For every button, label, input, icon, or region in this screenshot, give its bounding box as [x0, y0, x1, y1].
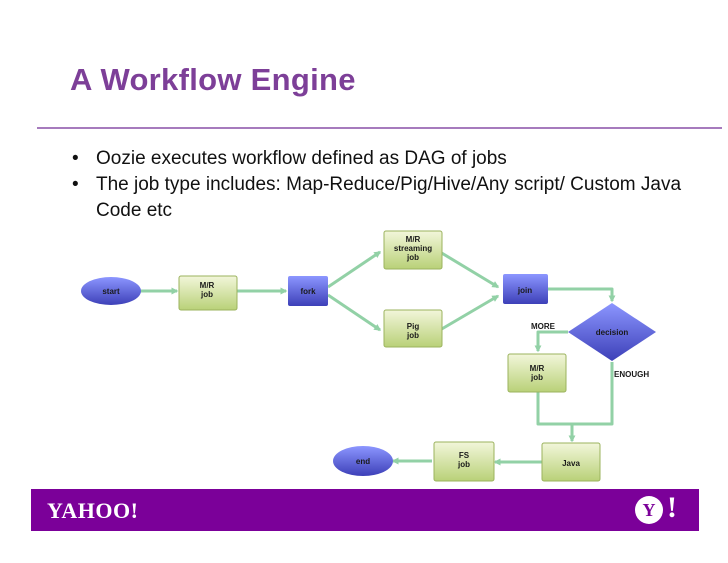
node-label-line: M/R	[530, 364, 545, 373]
edge-decision-to-java	[568, 362, 614, 443]
bullet-text: The job type includes: Map-Reduce/Pig/Hi…	[96, 174, 682, 221]
node-label-line: job	[200, 290, 213, 299]
node-java: Java	[541, 442, 601, 482]
edge-mr-job2-to-java	[536, 392, 572, 426]
edge-join-to-decision	[548, 287, 616, 303]
edge-label-more: MORE	[531, 322, 556, 331]
node-label-line: decision	[596, 328, 629, 337]
bullet-list: • Oozie executes workflow defined as DAG …	[68, 146, 708, 224]
edge-labels: MORE ENOUGH	[531, 322, 649, 379]
edge-label-enough: ENOUGH	[614, 370, 649, 379]
node-decision: decision	[568, 303, 656, 361]
slide-title: A Workflow Engine	[70, 62, 356, 97]
node-label-line: FS	[459, 451, 470, 460]
node-label-line: job	[530, 373, 543, 382]
yahoo-logo: YAHOO!	[47, 498, 139, 523]
node-join-label: join	[517, 286, 532, 295]
node-label-line: streaming	[394, 244, 432, 253]
edge-pig-job-to-join	[439, 294, 500, 332]
edge-mr-streaming-to-join	[439, 250, 500, 289]
node-label-line: join	[517, 286, 532, 295]
node-start: start	[81, 277, 141, 305]
footer-bar: YAHOO! Y !	[31, 489, 699, 531]
diagram-edges	[140, 250, 616, 466]
node-fork: fork	[288, 276, 328, 306]
bullet-item: • Oozie executes workflow defined as DAG …	[68, 146, 708, 172]
node-start-label: start	[102, 287, 120, 296]
node-join: join	[503, 274, 548, 304]
node-label-line: M/R	[406, 235, 421, 244]
node-label-line: start	[102, 287, 120, 296]
node-label-line: M/R	[200, 281, 215, 290]
edge-decision-to-mr-job2	[534, 330, 568, 353]
edge-fork-to-pig-job	[327, 293, 382, 332]
node-fork-label: fork	[300, 287, 316, 296]
node-label-line: job	[406, 331, 419, 340]
node-end-label: end	[356, 457, 370, 466]
node-label-line: Pig	[407, 322, 420, 331]
yahoo-y-badge-icon: Y	[635, 496, 663, 524]
bullet-dot: •	[72, 174, 79, 195]
bullet-dot: •	[72, 148, 79, 169]
bullet-text: Oozie executes workflow defined as DAG o…	[96, 148, 507, 169]
node-label-line: Java	[562, 459, 580, 468]
edge-fork-to-mr-streaming	[327, 250, 382, 289]
node-end: end	[333, 446, 393, 476]
node-java-label: Java	[562, 459, 580, 468]
node-label-line: job	[457, 460, 470, 469]
title-divider	[37, 127, 722, 129]
node-decision-label: decision	[596, 328, 629, 337]
node-label-line: job	[406, 253, 419, 262]
node-label-line: end	[356, 457, 370, 466]
yahoo-exclamation-icon: !	[667, 491, 677, 524]
bullet-item: • The job type includes: Map-Reduce/Pig/H…	[68, 172, 708, 224]
node-label-line: fork	[300, 287, 316, 296]
